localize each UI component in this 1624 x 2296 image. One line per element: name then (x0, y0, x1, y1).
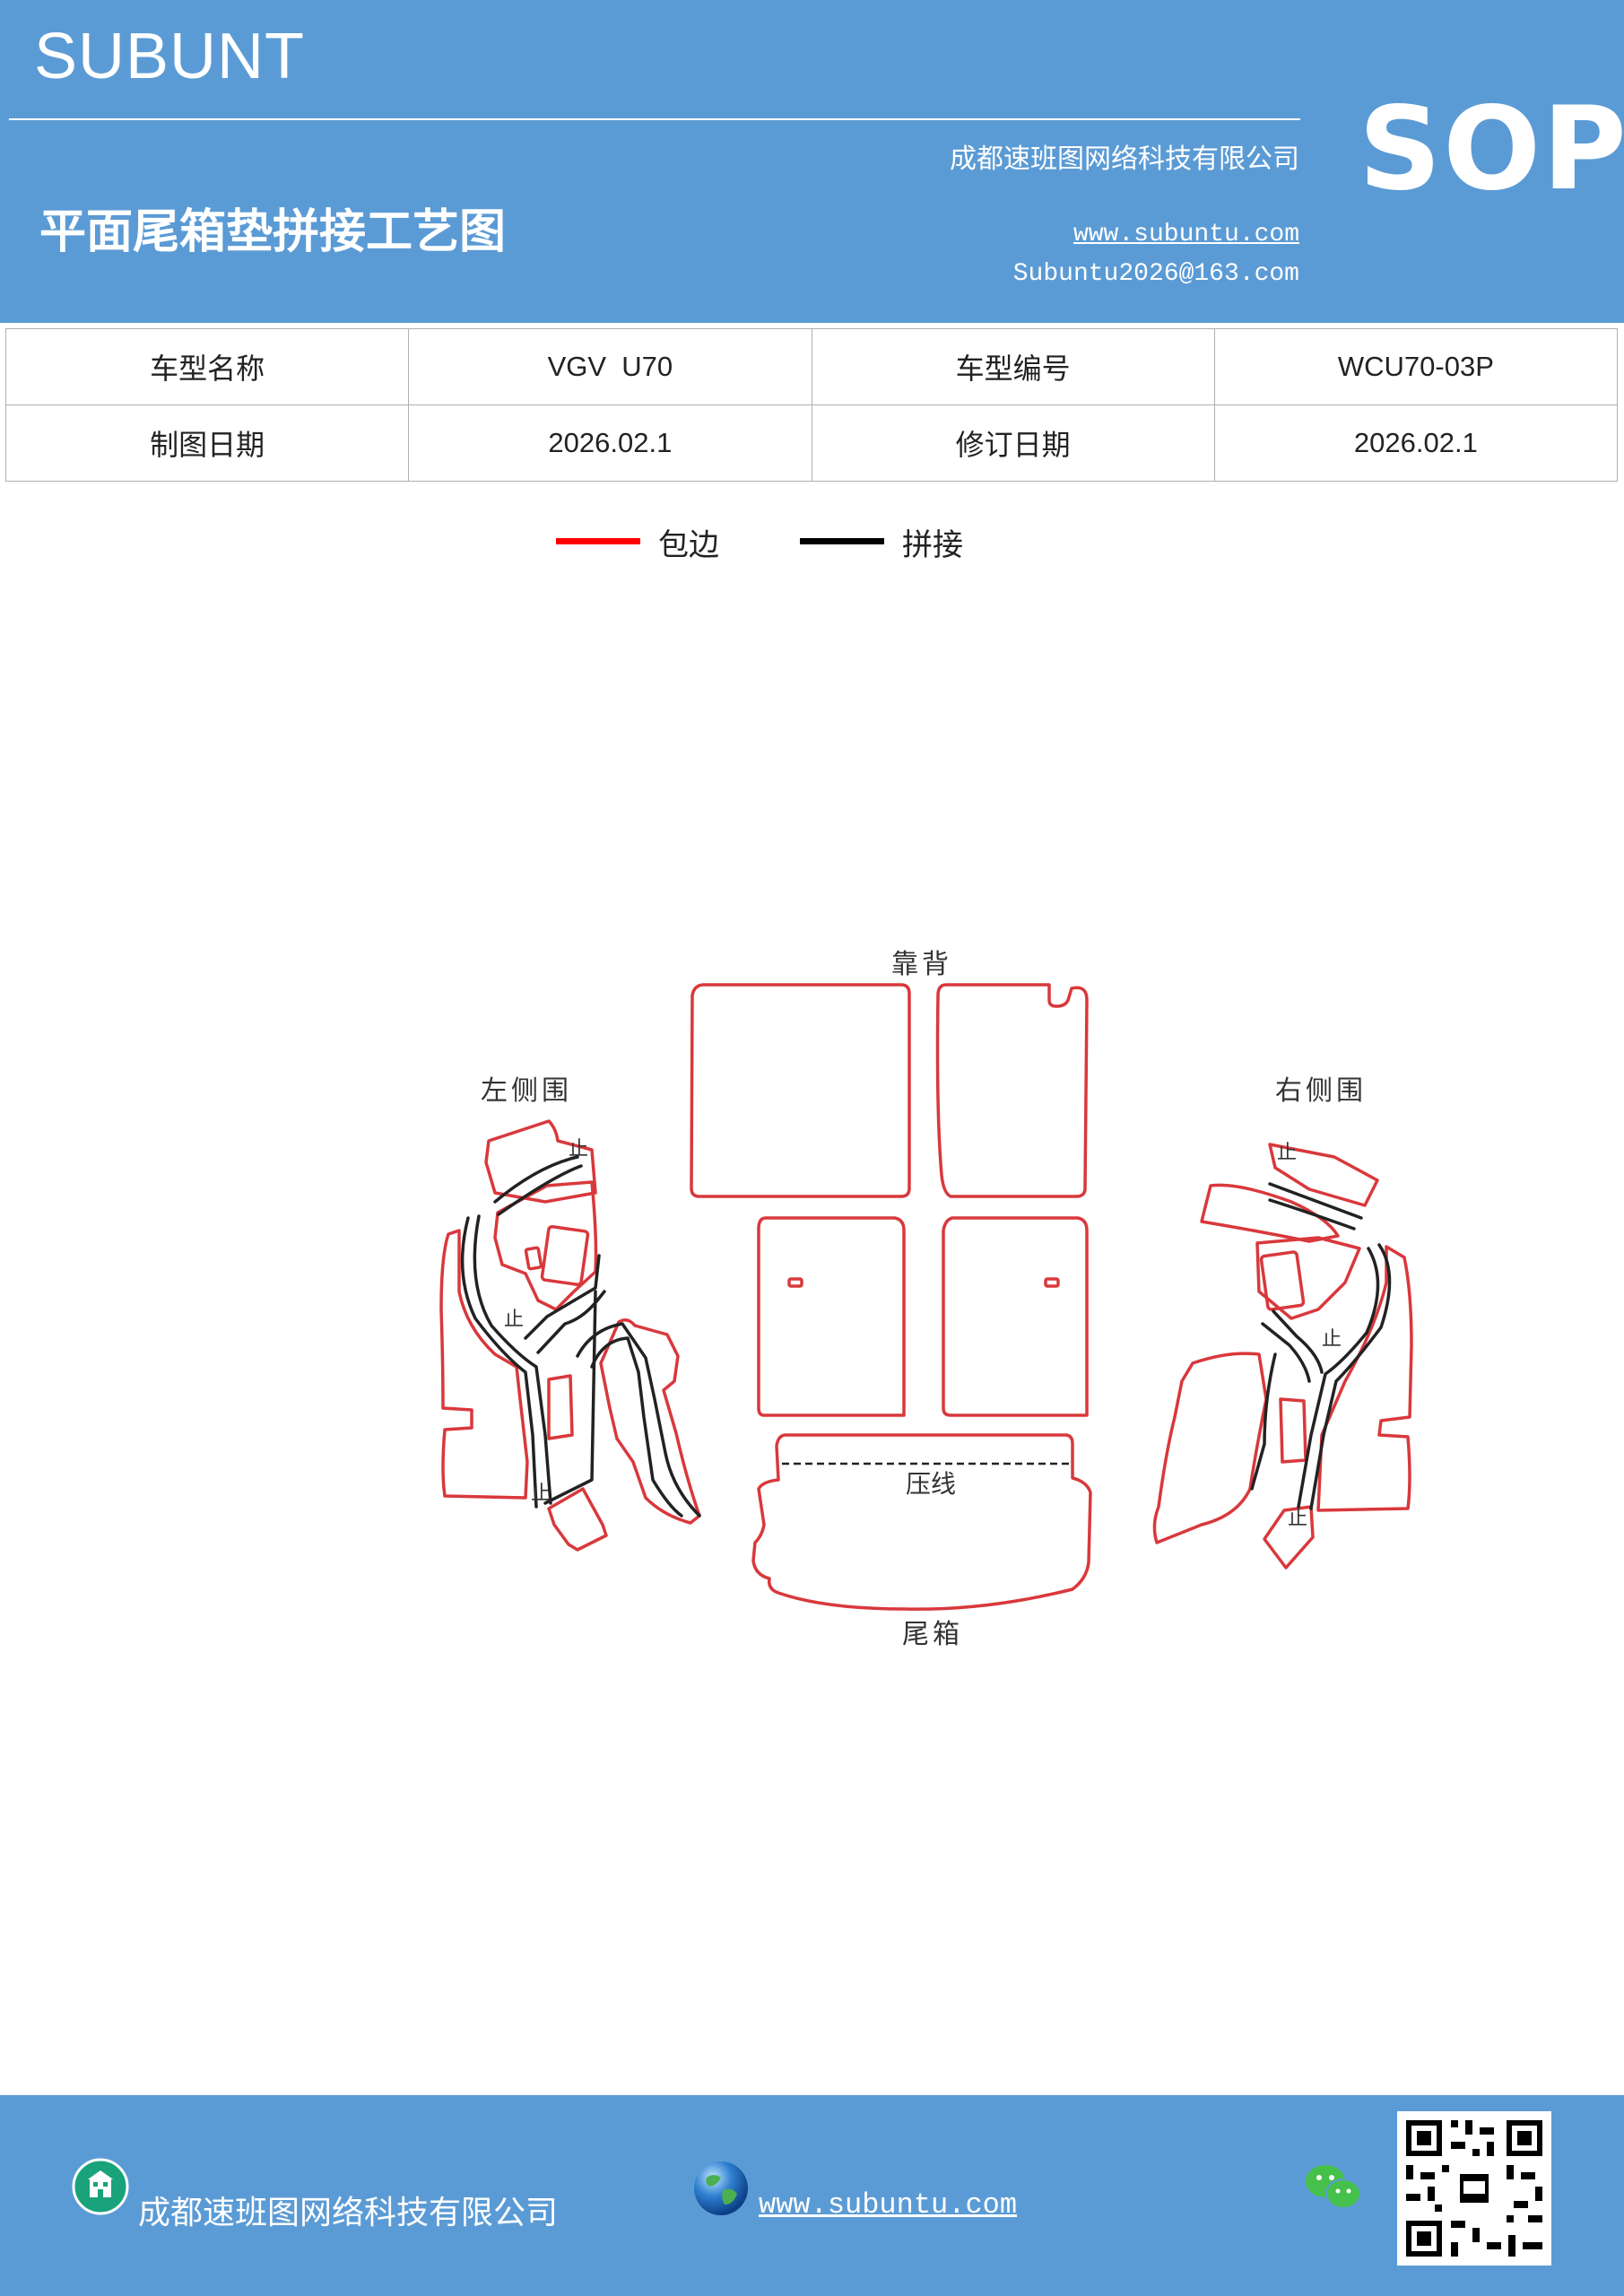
stop-mark: 止 (504, 1309, 524, 1331)
label-backrest: 靠背 (891, 949, 952, 980)
footer-website-link[interactable]: www.subuntu.com (759, 2188, 1018, 2222)
label-trunk: 尾箱 (902, 1619, 963, 1650)
sop-mark: SOP (1359, 83, 1624, 216)
left-splice-i (543, 1290, 597, 1505)
backrest-right-panel (935, 983, 1089, 1198)
email-address[interactable]: Subuntu2026@163.com (1012, 260, 1299, 288)
middle-right-slot (1044, 1277, 1060, 1288)
stop-mark: 止 (1277, 1142, 1297, 1164)
left-side-lower-window (547, 1374, 574, 1440)
legend: 包边 拼接 (0, 520, 1624, 574)
label-left-side: 左侧围 (481, 1075, 572, 1107)
stop-mark: 止 (569, 1138, 588, 1161)
right-side-lower-window (1279, 1397, 1307, 1464)
vehicle-info-table: 车型名称 VGV U70 车型编号 WCU70-03P 制图日期 2026.02… (4, 328, 1619, 482)
backrest-left-panel (690, 983, 911, 1198)
globe-icon (694, 2161, 748, 2215)
company-name: 成都速班图网络科技有限公司 (950, 144, 1299, 175)
stop-mark: 止 (531, 1483, 551, 1505)
draw-date-value: 2026.02.1 (408, 404, 812, 482)
document-title: 平面尾箱垫拼接工艺图 (39, 204, 507, 259)
left-splice-c (460, 1216, 538, 1509)
right-side-pad-outline (1200, 1183, 1340, 1243)
right-side-inner-outline (1152, 1352, 1268, 1544)
label-right-side: 右侧围 (1275, 1075, 1367, 1107)
qr-code[interactable] (1397, 2111, 1551, 2266)
table-row: 车型名称 VGV U70 车型编号 WCU70-03P (4, 328, 1619, 405)
left-splice-h (590, 1336, 683, 1518)
header-banner: SUBUNT SOP 成都速班图网络科技有限公司 www.subuntu.com… (0, 0, 1624, 323)
brand-name: SUBUNT (34, 21, 306, 92)
stop-mark: 止 (1288, 1508, 1307, 1530)
trunk-panel (751, 1433, 1092, 1611)
right-splice-c (1309, 1243, 1392, 1510)
left-splice-g (576, 1322, 701, 1518)
middle-left-slot (787, 1277, 803, 1288)
left-side-window (540, 1224, 590, 1287)
legend-edge-swatch (556, 538, 640, 544)
revise-date-label: 修订日期 (811, 404, 1215, 482)
left-side-small-slot (524, 1246, 543, 1271)
right-side-outer-outline (1316, 1245, 1413, 1512)
header-divider (9, 118, 1300, 120)
legend-splice-label: 拼接 (902, 527, 963, 563)
revise-date-value: 2026.02.1 (1213, 404, 1619, 482)
left-splice-b (497, 1164, 583, 1216)
left-side-mid-outline (493, 1180, 598, 1311)
footer-banner: 成都速班图网络科技有限公司 www.subuntu.com (0, 2095, 1624, 2296)
middle-right-panel (942, 1216, 1089, 1417)
left-splice-a (493, 1155, 579, 1204)
legend-edge-label: 包边 (658, 527, 719, 563)
right-splice-a (1268, 1182, 1363, 1220)
building-icon (72, 2158, 129, 2215)
left-side-upper-outline (484, 1119, 597, 1204)
model-name-value: VGV U70 (408, 328, 812, 405)
right-splice-d (1297, 1247, 1380, 1509)
right-splice-e (1272, 1309, 1324, 1374)
left-side-inner-outline (599, 1318, 701, 1525)
model-code-value: WCU70-03P (1213, 328, 1619, 405)
label-press-line: 压线 (906, 1469, 956, 1499)
right-side-bottom-outline (1263, 1505, 1315, 1570)
middle-left-panel (757, 1216, 906, 1417)
table-row: 制图日期 2026.02.1 修订日期 2026.02.1 (4, 404, 1619, 482)
right-side-window (1259, 1250, 1306, 1311)
model-name-label: 车型名称 (4, 328, 410, 405)
left-splice-e (524, 1254, 601, 1340)
left-splice-f (536, 1290, 606, 1354)
right-splice-b (1268, 1198, 1356, 1231)
draw-date-label: 制图日期 (4, 404, 410, 482)
left-side-bottom-outline (547, 1487, 608, 1552)
footer-company-name: 成都速班图网络科技有限公司 (138, 2195, 559, 2231)
left-side-outer-outline (439, 1229, 529, 1500)
wechat-icon (1306, 2165, 1361, 2209)
right-splice-f (1261, 1322, 1311, 1383)
legend-splice-swatch (800, 538, 884, 544)
left-splice-d (473, 1214, 552, 1505)
right-side-upper-outline (1268, 1143, 1379, 1207)
stop-mark: 止 (1322, 1328, 1342, 1351)
website-link[interactable]: www.subuntu.com (1073, 221, 1299, 248)
model-code-label: 车型编号 (811, 328, 1215, 405)
right-side-mid-outline (1255, 1236, 1361, 1320)
right-splice-g (1250, 1352, 1277, 1491)
